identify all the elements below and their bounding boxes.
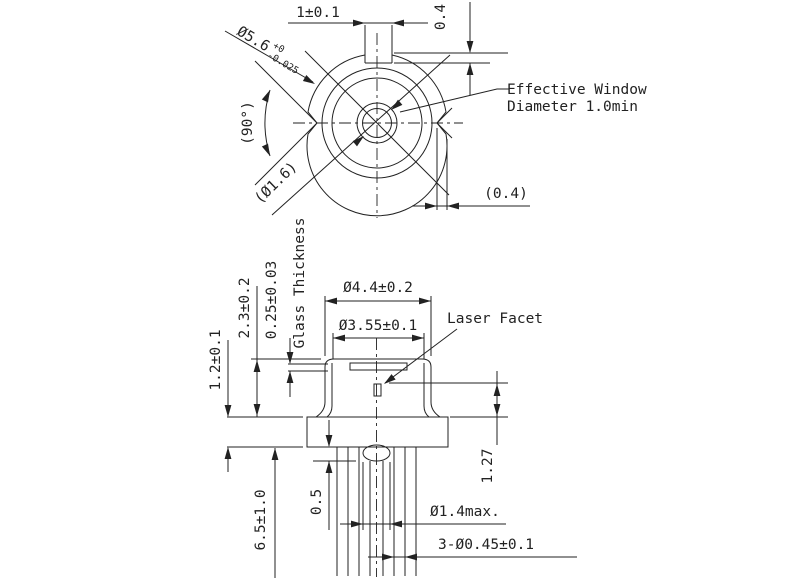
dim-window-opening: Ø3.55±0.1 xyxy=(339,318,418,334)
diagonal-line-sw-ne xyxy=(271,54,451,216)
dim-flange-thickness: 1.2±0.1 xyxy=(208,329,224,390)
effective-window-leader xyxy=(399,88,509,113)
dim-outer-tol-upper: +0 xyxy=(271,40,287,55)
dim-cap-diameter: Ø4.4±0.2 xyxy=(343,280,413,296)
dim-lead-diameter: 3-Ø0.45±0.1 xyxy=(438,537,534,553)
cap-inner-wall-right xyxy=(423,363,430,418)
dim-bead-diameter: Ø1.4max. xyxy=(430,504,500,520)
dim-tab-depth: 0.4 xyxy=(433,4,449,30)
left-notch-edges xyxy=(254,60,318,186)
right-notch-edges xyxy=(436,107,453,139)
laser-facet-label: Laser Facet xyxy=(447,311,543,327)
dim-notch-depth: (0.4) xyxy=(484,186,528,202)
dim-facet-height: 1.27 xyxy=(480,449,496,484)
dim-lead-length: 6.5±1.0 xyxy=(253,489,269,550)
dim-notch-angle: (90°) xyxy=(240,101,256,145)
effective-window-label-1: Effective Window xyxy=(507,82,647,98)
laser-chip xyxy=(373,383,382,397)
od-leader-line xyxy=(224,30,314,83)
cap-outline xyxy=(315,358,441,418)
cap-inner-wall-left xyxy=(326,363,333,418)
effective-window-label-2: Diameter 1.0min xyxy=(507,99,638,115)
glass-thickness-label: Glass Thickness xyxy=(292,218,308,349)
laser-facet-leader xyxy=(384,328,458,384)
dim-glass-thickness: 0.25±0.03 xyxy=(264,261,280,340)
dim-bead-offset: 0.5 xyxy=(309,489,325,515)
cap-outer-circle xyxy=(306,54,448,217)
diagonal-line-nw-se xyxy=(304,50,450,196)
flange xyxy=(306,416,449,448)
dim-cap-height: 2.3±0.2 xyxy=(237,277,253,338)
side-view: Ø4.4±0.2 Ø3.55±0.1 Laser Facet 1.2±0.1 2… xyxy=(208,218,577,578)
dim-tab-width: 1±0.1 xyxy=(296,5,340,21)
